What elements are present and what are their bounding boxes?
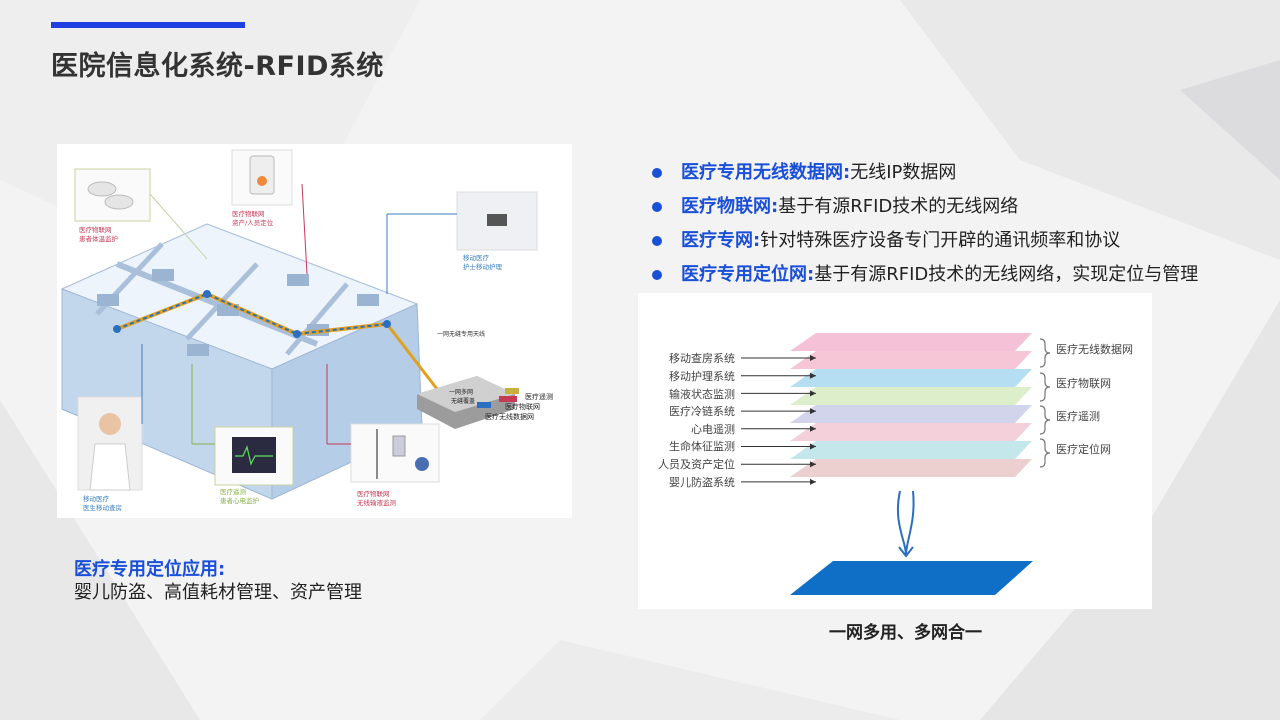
callout-temperature: 医疗物联网 患者体温监护 <box>74 168 208 260</box>
network-tag-0: 医疗遥测 <box>525 392 553 401</box>
network-diagram-caption: 一网多用、多网合一 <box>829 623 982 643</box>
bullet-dot <box>652 202 662 212</box>
system-arrowhead <box>810 443 816 450</box>
callout-asset-location: 医疗物联网 资产/人员定位 <box>231 149 308 275</box>
network-layer <box>790 387 1032 405</box>
layer-stack <box>790 333 1032 477</box>
network-layer <box>790 405 1032 423</box>
system-arrowhead <box>810 408 816 415</box>
bullet-keyword: 医疗物联网: <box>681 196 779 217</box>
system-label: 移动查房系统 <box>669 351 735 365</box>
gateway-label-1: 一网多网 <box>449 388 473 396</box>
system-label: 心电遥测 <box>691 423 735 436</box>
system-labels: 移动查房系统 移动护理系统 输液状态监测 医疗冷链系统 心电遥测 生命体征监测 … <box>658 351 735 489</box>
hospital-network-illustration: 一网无缝专用天线 一网多网 无缝覆盖 医疗遥测 医疗物联网 医疗无线数据网 医疗… <box>57 144 572 518</box>
network-tag-stack: 医疗遥测 医疗物联网 医疗无线数据网 <box>477 388 553 421</box>
unified-network-base <box>790 561 1033 595</box>
system-label: 医疗冷链系统 <box>669 404 735 418</box>
antenna-label: 一网无缝专用天线 <box>437 330 485 338</box>
callout-ecg-line2: 患者心电监护 <box>220 496 259 505</box>
system-arrows <box>741 355 816 485</box>
network-bullet-list: 医疗专用无线数据网:无线IP数据网 医疗物联网:基于有源RFID技术的无线网络 … <box>650 160 1198 296</box>
bullet-keyword: 医疗专用无线数据网: <box>681 162 851 183</box>
callout-temperature-line1: 医疗物联网 <box>79 225 112 234</box>
bullet-dot <box>652 236 662 246</box>
page-title: 医院信息化系统-RFID系统 <box>51 51 384 82</box>
callout-nurse-line1: 移动医疗 <box>463 253 490 262</box>
network-label: 医疗定位网 <box>1056 442 1111 456</box>
system-arrowhead <box>810 355 816 361</box>
bullet-text: 无线IP数据网 <box>850 162 957 183</box>
network-layer <box>790 441 1032 459</box>
callout-temperature-line2: 患者体温监护 <box>79 234 118 243</box>
system-label: 婴儿防盗系统 <box>669 475 735 489</box>
bullet-keyword: 医疗专用定位网: <box>681 264 815 285</box>
network-label: 医疗物联网 <box>1056 376 1111 390</box>
bullet-text: 基于有源RFID技术的无线网络，实现定位与管理 <box>814 264 1199 285</box>
title-accent-bar <box>51 22 245 28</box>
network-label: 医疗无线数据网 <box>1056 342 1133 356</box>
system-arrowhead <box>810 478 816 485</box>
callout-ecg-monitor: 医疗遥测 患者心电监护 <box>191 364 294 505</box>
system-label: 生命体征监测 <box>669 439 735 453</box>
gateway-label-2: 无缝覆盖 <box>451 397 475 405</box>
callout-infusion-line1: 医疗物联网 <box>357 489 390 498</box>
bullet-item: 医疗专用定位网:基于有源RFID技术的无线网络，实现定位与管理 <box>650 262 1198 296</box>
system-arrowhead <box>810 390 816 397</box>
callout-nurse-line2: 护士移动护理 <box>463 262 503 271</box>
bullet-text: 基于有源RFID技术的无线网络 <box>778 196 1019 217</box>
positioning-caption-title: 医疗专用定位应用: <box>74 559 226 580</box>
bullet-item: 医疗专网:针对特殊医疗设备专门开辟的通讯频率和协议 <box>650 228 1198 262</box>
network-brackets: 医疗无线数据网 医疗物联网 医疗遥测 医疗定位网 <box>1039 338 1133 468</box>
bullet-dot <box>652 270 662 280</box>
gateway-device: 一网多网 无缝覆盖 <box>417 376 515 429</box>
bullet-item: 医疗专用无线数据网:无线IP数据网 <box>650 160 1198 194</box>
bullet-text: 针对特殊医疗设备专门开辟的通讯频率和协议 <box>760 230 1121 251</box>
system-arrowhead <box>810 425 816 432</box>
callout-doctor-line1: 移动医疗 <box>83 494 110 503</box>
network-layer <box>790 351 1032 369</box>
system-label: 人员及资产定位 <box>658 457 735 471</box>
system-label: 输液状态监测 <box>669 387 735 401</box>
callout-asset-line2: 资产/人员定位 <box>232 218 274 227</box>
system-arrowhead <box>810 461 816 468</box>
network-layers-diagram: 移动查房系统 移动护理系统 输液状态监测 医疗冷链系统 心电遥测 生命体征监测 … <box>638 293 1152 609</box>
callout-asset-line1: 医疗物联网 <box>232 209 265 218</box>
bullet-keyword: 医疗专网: <box>681 230 761 251</box>
callout-infusion-line2: 无线输液监测 <box>357 498 397 507</box>
system-arrowhead <box>810 372 816 379</box>
convergence-arrows <box>896 490 915 558</box>
network-tag-2: 医疗无线数据网 <box>485 412 534 421</box>
network-tag-1: 医疗物联网 <box>505 402 540 411</box>
system-label: 移动护理系统 <box>669 369 735 383</box>
network-layer <box>790 369 1032 387</box>
callout-nurse-mobile: 移动医疗 护士移动护理 <box>386 191 538 294</box>
network-layer <box>790 333 1032 351</box>
positioning-caption-body: 婴儿防盗、高值耗材管理、资产管理 <box>74 582 362 603</box>
callout-infusion: 医疗物联网 无线输液监测 <box>326 364 440 507</box>
bullet-item: 医疗物联网:基于有源RFID技术的无线网络 <box>650 194 1198 228</box>
network-label: 医疗遥测 <box>1056 409 1100 423</box>
network-layer <box>790 459 1032 477</box>
network-layer <box>790 423 1032 441</box>
callout-ecg-line1: 医疗遥测 <box>220 487 247 496</box>
bullet-dot <box>652 168 662 178</box>
callout-doctor-rounds: 移动医疗 医生移动查房 <box>77 344 143 512</box>
callout-doctor-line2: 医生移动查房 <box>83 503 122 512</box>
